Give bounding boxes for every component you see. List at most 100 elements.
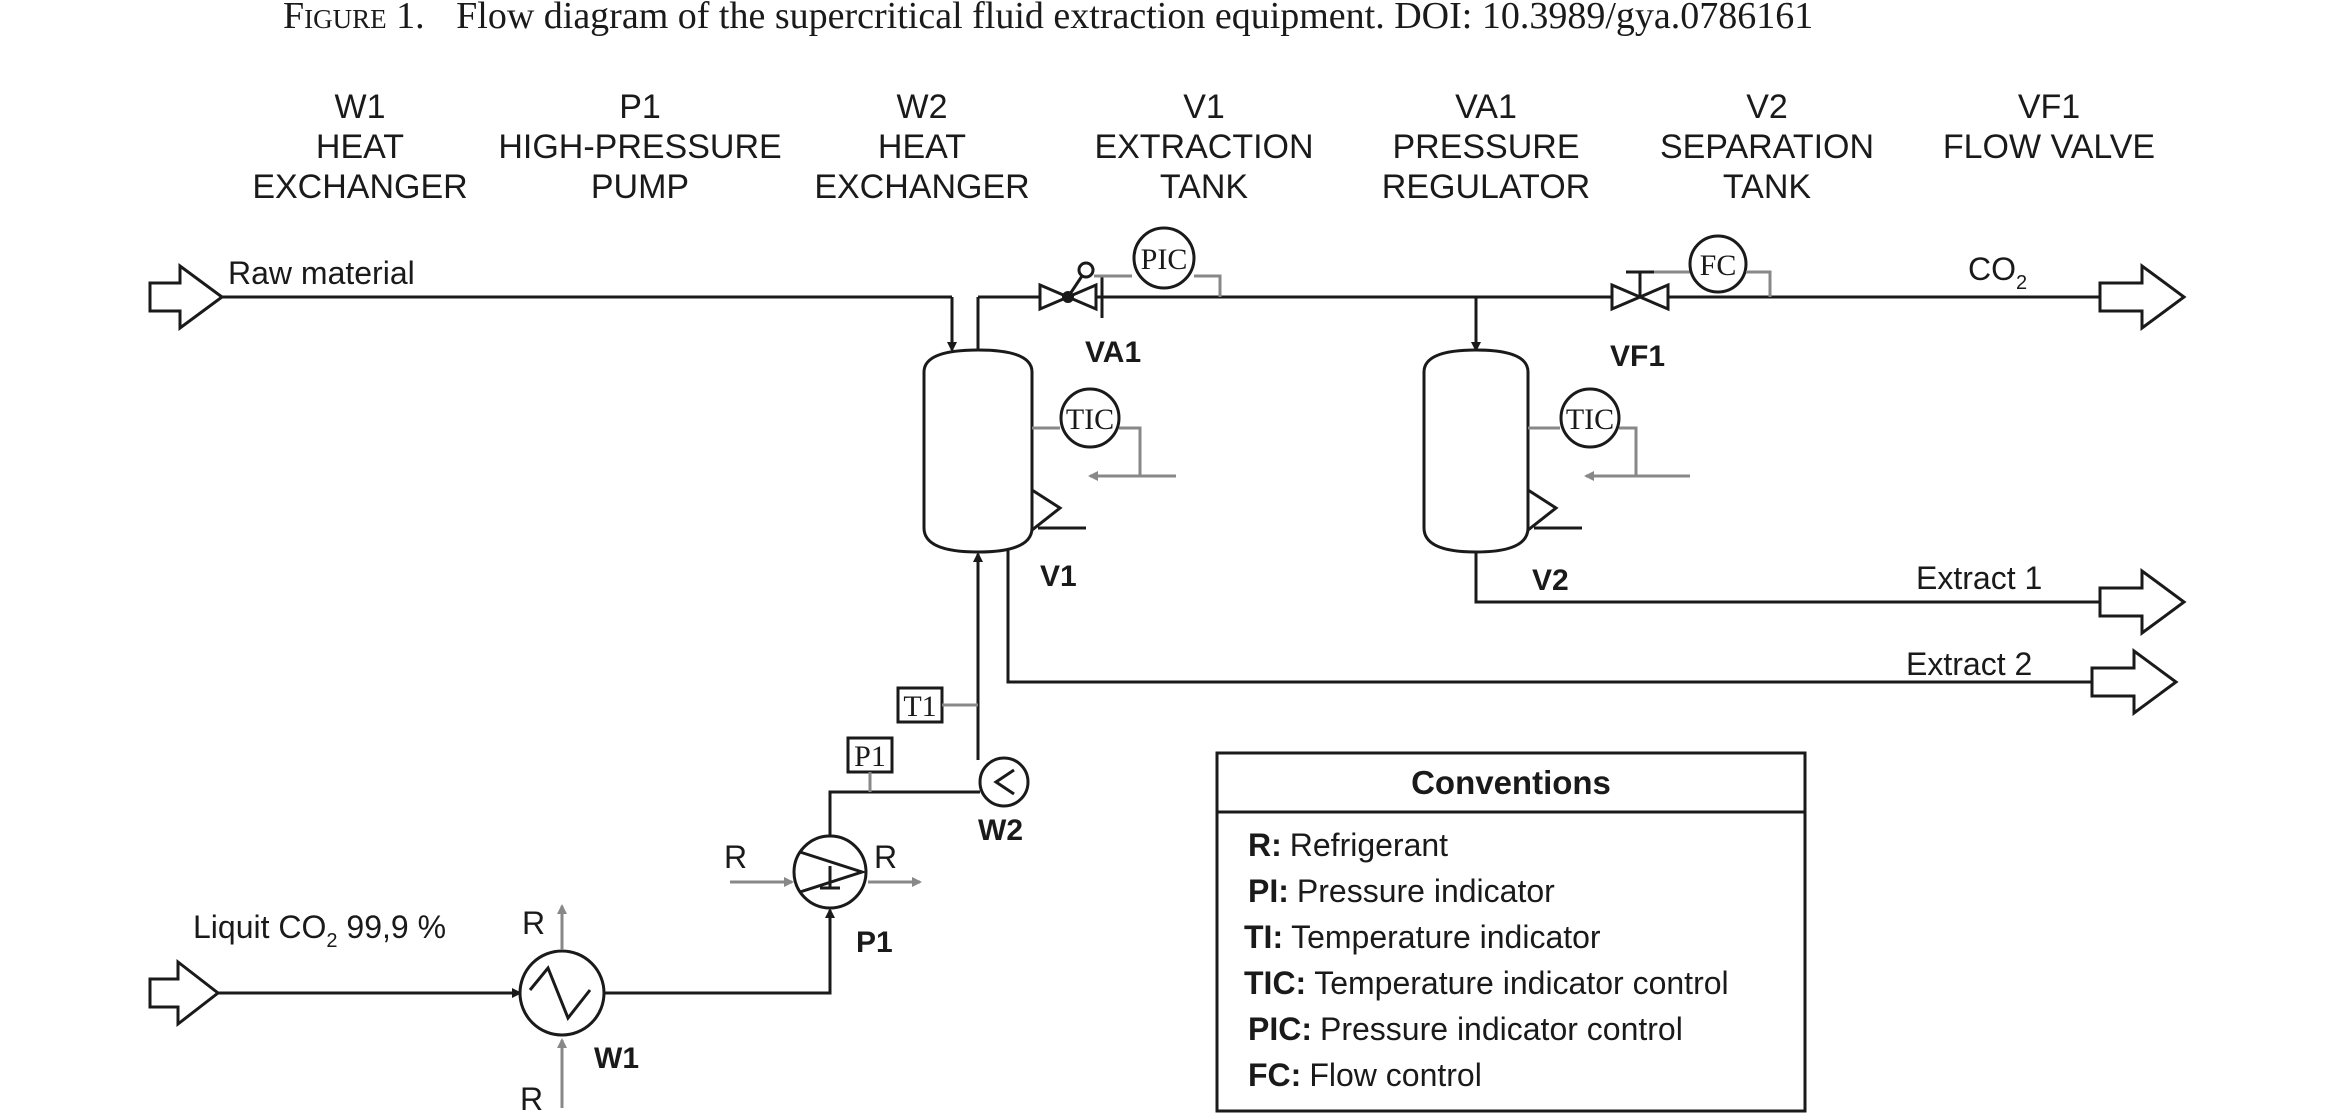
pic-instrument-icon <box>1132 226 1196 290</box>
header-code: V1 <box>1183 88 1225 126</box>
v2-jacket-coil <box>1526 468 1559 534</box>
header-line1: HEAT <box>878 128 966 166</box>
va1-pressure-regulator-valve <box>1038 261 1104 318</box>
header-code: W2 <box>897 88 948 126</box>
liquid-co2-purity: 99,9 % <box>338 909 447 945</box>
extract2-outlet-arrow <box>2090 648 2179 716</box>
convention-key: PI: <box>1248 873 1289 909</box>
w1-refrigerant-bottom-label: R <box>520 1081 543 1117</box>
w1-refrigerant-top-label: R <box>522 905 545 941</box>
header-code: VF1 <box>2018 88 2080 126</box>
t1-label: T1 <box>903 690 936 723</box>
convention-item: R:Refrigerant <box>1248 827 1448 863</box>
tic-v2-tap-line <box>1619 426 1638 476</box>
v1-extraction-tank <box>922 348 1034 554</box>
valve-left-triangle <box>1610 282 1644 312</box>
extract1-line <box>1474 552 2100 604</box>
header-p1: P1 HIGH-PRESSURE PUMP <box>498 88 781 206</box>
tic-v1-label: TIC <box>1066 403 1114 436</box>
p1-pump-icon <box>799 850 867 894</box>
header-line1: SEPARATION <box>1660 128 1874 166</box>
tic-v1-tap-line <box>1119 426 1142 476</box>
header-vf1: VF1 FLOW VALVE <box>1943 88 2155 166</box>
p1-refrigerant-right-label: R <box>874 839 897 875</box>
header-line2: EXCHANGER <box>814 168 1029 206</box>
valve-actuator-icon <box>1077 261 1095 279</box>
convention-desc: Pressure indicator control <box>1320 1011 1683 1047</box>
co2-outlet-text: CO <box>1968 251 2016 287</box>
convention-desc: Refrigerant <box>1290 827 1448 863</box>
convention-item: TI:Temperature indicator <box>1244 919 1601 955</box>
convention-item: PIC:Pressure indicator control <box>1248 1011 1683 1047</box>
header-line2: EXCHANGER <box>252 168 467 206</box>
w2-tag: W2 <box>978 814 1023 847</box>
co2-outlet-subscript: 2 <box>2016 272 2027 294</box>
header-va1: VA1 PRESSURE REGULATOR <box>1382 88 1590 206</box>
figure-caption: Figure 1. Flow diagram of the supercriti… <box>283 0 1813 37</box>
header-v2: V2 SEPARATION TANK <box>1660 88 1874 206</box>
tic-v1-instrument-icon <box>1059 387 1121 449</box>
v1-tag: V1 <box>1040 560 1077 593</box>
liquid-co2-label: Liquit CO2 99,9 % <box>193 909 446 952</box>
co2-outlet-arrow <box>2098 263 2187 331</box>
v2-tag: V2 <box>1532 564 1569 597</box>
vf1-flow-valve <box>1610 270 1670 312</box>
convention-key: PIC: <box>1248 1011 1312 1047</box>
p1-indicator-box <box>846 736 894 774</box>
header-line2: TANK <box>1723 168 1811 206</box>
w2-coil-icon <box>993 768 1015 796</box>
convention-item: TIC:Temperature indicator control <box>1244 965 1729 1001</box>
header-line1: FLOW VALVE <box>1943 128 2155 166</box>
header-line1: HEAT <box>316 128 404 166</box>
header-code: P1 <box>619 88 661 126</box>
convention-desc: Temperature indicator control <box>1314 965 1728 1001</box>
header-code: W1 <box>335 88 386 126</box>
header-v1: V1 EXTRACTION TANK <box>1094 88 1313 206</box>
liquid-co2-inlet-arrow <box>148 958 221 1028</box>
convention-key: TIC: <box>1244 965 1306 1001</box>
convention-item: FC:Flow control <box>1248 1057 1482 1093</box>
header-line2: REGULATOR <box>1382 168 1590 206</box>
extract1-outlet-arrow <box>2098 568 2187 636</box>
convention-key: TI: <box>1244 919 1283 955</box>
w1-coil-icon <box>528 965 592 1021</box>
header-line1: PRESSURE <box>1392 128 1579 166</box>
fc-tap-line <box>1746 270 1772 297</box>
header-line1: HIGH-PRESSURE <box>498 128 781 166</box>
header-line2: PUMP <box>591 168 689 206</box>
w1-to-p1-line <box>604 912 832 995</box>
tic-v2-label: TIC <box>1566 403 1614 436</box>
equipment-header: W1 HEAT EXCHANGER P1 HIGH-PRESSURE PUMP … <box>252 88 2155 206</box>
p1-to-w2-line <box>828 790 980 845</box>
header-code: V2 <box>1746 88 1788 126</box>
conventions-legend: Conventions R:Refrigerant PI:Pressure in… <box>1215 751 1807 1113</box>
header-w2: W2 HEAT EXCHANGER <box>814 88 1029 206</box>
vf1-tag: VF1 <box>1610 340 1665 373</box>
convention-key: FC: <box>1248 1057 1301 1093</box>
v2-separation-tank <box>1422 348 1530 554</box>
valve-left-triangle <box>1038 282 1072 312</box>
extract2-line <box>1006 548 2092 684</box>
va1-tag: VA1 <box>1085 336 1141 369</box>
valve-right-triangle <box>1636 282 1670 312</box>
co2-outlet-label: CO2 <box>1968 251 2027 294</box>
p1-tag: P1 <box>856 926 893 959</box>
raw-material-inlet-arrow <box>148 263 225 331</box>
convention-desc: Flow control <box>1309 1057 1482 1093</box>
pic-label: PIC <box>1141 243 1188 276</box>
figure-caption-text: Flow diagram of the supercritical fluid … <box>456 0 1813 37</box>
convention-item: PI:Pressure indicator <box>1248 873 1555 909</box>
liquid-co2-subscript: 2 <box>326 930 337 952</box>
w1-tag: W1 <box>594 1042 639 1075</box>
header-w1: W1 HEAT EXCHANGER <box>252 88 467 206</box>
conventions-title: Conventions <box>1411 764 1611 801</box>
valve-stem <box>1066 275 1084 298</box>
fc-instrument-icon <box>1688 234 1748 294</box>
w1-heat-exchanger <box>518 949 606 1037</box>
w2-heat-exchanger <box>978 756 1030 808</box>
header-code: VA1 <box>1455 88 1517 126</box>
convention-desc: Temperature indicator <box>1291 919 1601 955</box>
v1-jacket-coil <box>1030 468 1063 534</box>
figure-caption-prefix: Figure 1. <box>283 0 425 37</box>
